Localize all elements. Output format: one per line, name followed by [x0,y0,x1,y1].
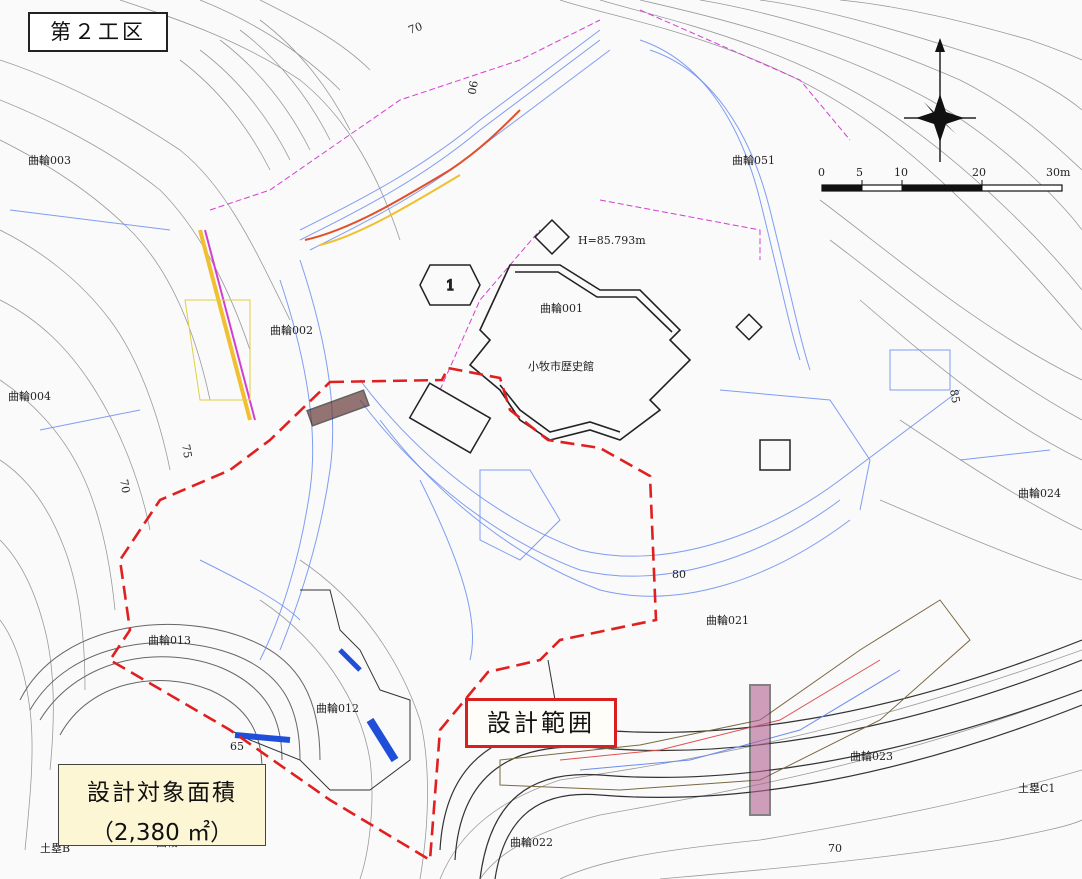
label-contour-70-a: 70 [117,478,132,494]
small-structures: 1 [306,218,791,471]
label-kuruwa-001: 曲輪001 [540,301,583,315]
design-range-leader [547,659,556,701]
design-boundary [108,366,658,863]
design-area-value: （2,380 ㎡） [90,820,234,846]
scale-tick-20: 20 [972,166,986,179]
label-kuruwa-022: 曲輪022 [510,835,553,849]
label-kuruwa-024: 曲輪024 [1018,486,1061,500]
label-kuruwa-003: 曲輪003 [28,153,71,167]
label-contour-90: 90 [465,79,480,95]
design-area-title: 設計対象面積 [87,780,237,806]
label-kuruwa-002: 曲輪002 [270,323,313,337]
label-height-note: H=85.793m [578,234,646,247]
north-arrow-icon [904,38,976,162]
design-area-box: 設計対象面積 （2,380 ㎡） [58,764,266,846]
label-kuruwa-012: 曲輪012 [316,701,359,715]
excavation-details [184,109,521,421]
scale-tick-10: 10 [894,166,908,179]
design-range-label: 設計範囲 [465,698,617,748]
label-contour-70-b: 70 [407,20,425,37]
label-kuruwa-004: 曲輪004 [8,389,51,403]
excavation-strip [499,599,971,816]
label-kuruwa-013: 曲輪013 [148,633,191,647]
history-museum-building [468,264,692,441]
survey-lines [9,29,1051,661]
label-contour-85: 85 [947,388,962,404]
label-history-museum: 小牧市歴史館 [528,359,594,373]
scale-tick-30m: 30m [1046,166,1071,179]
label-kuruwa-023: 曲輪023 [850,749,893,763]
lower-structure [229,589,411,791]
road [439,639,1082,879]
zone-title-box: 第２工区 [28,12,168,52]
label-contour-75: 75 [179,443,194,459]
label-dorui-c1: 土塁C1 [1018,782,1055,795]
scale-tick-5: 5 [856,166,863,179]
scale-bar: 0 5 10 20 30m [818,166,1071,192]
scale-tick-0: 0 [818,166,825,179]
label-contour-80: 80 [672,568,686,581]
label-contour-70-c: 70 [828,842,842,855]
kuruwa-boundaries [209,9,851,391]
svg-text:1: 1 [446,278,455,294]
label-contour-65: 65 [230,740,244,753]
label-kuruwa-021: 曲輪021 [706,613,749,627]
label-kuruwa-051: 曲輪051 [732,153,775,167]
